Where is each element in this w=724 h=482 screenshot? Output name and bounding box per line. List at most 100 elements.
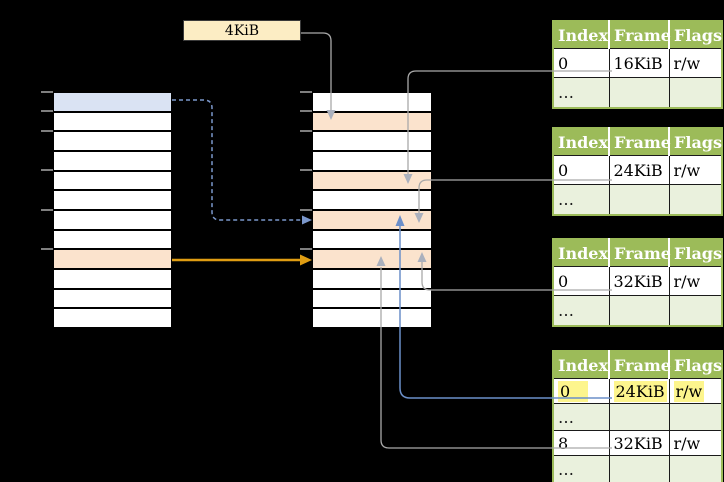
index-cell: 0 bbox=[552, 155, 610, 185]
frame-cell bbox=[608, 455, 670, 482]
memory-cell bbox=[54, 132, 171, 153]
column-header-index: Index bbox=[553, 351, 610, 379]
frame-cell bbox=[608, 184, 670, 216]
table-row-ellipsis: … bbox=[552, 184, 723, 216]
index-cell: … bbox=[552, 77, 610, 109]
memory-cell bbox=[54, 93, 171, 113]
flags-cell: r/w bbox=[668, 155, 723, 185]
memory-cell bbox=[313, 250, 431, 271]
address-tick-mark bbox=[41, 110, 53, 113]
highlighted-value: 0 bbox=[558, 380, 589, 402]
table-header-row: Index Frame Flags bbox=[553, 239, 722, 267]
memory-cell bbox=[313, 309, 431, 328]
index-cell: 8 bbox=[552, 430, 610, 456]
index-cell: 0 bbox=[552, 378, 610, 404]
column-header-flags: Flags bbox=[669, 239, 722, 267]
index-cell: … bbox=[552, 184, 610, 216]
frame-cell bbox=[608, 295, 670, 327]
table-row: 8 32KiB r/w bbox=[552, 430, 723, 456]
table-row-ellipsis: … bbox=[552, 77, 723, 109]
memory-cell bbox=[54, 270, 171, 290]
memory-cell bbox=[54, 191, 171, 212]
memory-cell bbox=[54, 211, 171, 231]
address-tick-mark bbox=[41, 90, 53, 93]
highlighted-value: r/w bbox=[673, 380, 705, 402]
memory-cell bbox=[313, 211, 431, 231]
physical-memory-column bbox=[312, 92, 432, 328]
frame-cell: 24KiB bbox=[608, 378, 670, 404]
table-row-ellipsis: … bbox=[552, 295, 723, 327]
memory-cell bbox=[313, 152, 431, 172]
column-header-frame: Frame bbox=[609, 239, 671, 267]
column-header-flags: Flags bbox=[669, 351, 722, 379]
address-tick-mark bbox=[41, 129, 53, 132]
column-header-flags: Flags bbox=[669, 21, 722, 49]
memory-cell bbox=[313, 112, 431, 133]
address-tick-mark bbox=[300, 169, 312, 172]
page-table-3: Index Frame Flags 0 32KiB r/w … bbox=[552, 238, 723, 327]
memory-cell bbox=[313, 270, 431, 290]
memory-cell bbox=[54, 309, 171, 328]
index-cell: 0 bbox=[552, 266, 610, 296]
flags-cell: r/w bbox=[668, 378, 723, 404]
table-row-ellipsis: … bbox=[552, 403, 723, 431]
virtual-memory-column bbox=[53, 92, 172, 328]
column-header-frame: Frame bbox=[609, 351, 671, 379]
column-header-index: Index bbox=[553, 239, 610, 267]
address-tick-mark bbox=[300, 110, 312, 113]
index-cell: … bbox=[552, 455, 610, 482]
frame-cell bbox=[608, 403, 670, 431]
flags-cell bbox=[668, 77, 723, 109]
table-header-row: Index Frame Flags bbox=[553, 21, 722, 49]
address-tick-mark bbox=[300, 247, 312, 250]
page-size-label: 4KiB bbox=[224, 22, 260, 39]
index-cell: … bbox=[552, 295, 610, 327]
flags-cell: r/w bbox=[668, 48, 723, 78]
memory-cell bbox=[313, 132, 431, 153]
arrow-right-icon bbox=[300, 254, 312, 266]
table-row-highlighted: 0 24KiB r/w bbox=[552, 378, 723, 404]
index-cell: … bbox=[552, 403, 610, 431]
table-row: 0 24KiB r/w bbox=[552, 155, 723, 185]
connector-virtual-page0-dashed bbox=[172, 99, 302, 221]
memory-cell bbox=[54, 230, 171, 251]
address-tick-mark bbox=[41, 208, 53, 211]
page-table-4: Index Frame Flags 0 24KiB r/w … 8 32KiB … bbox=[552, 350, 723, 482]
memory-cell bbox=[313, 289, 431, 310]
memory-cell bbox=[54, 289, 171, 310]
flags-cell bbox=[668, 403, 723, 431]
page-table-1: Index Frame Flags 0 16KiB r/w … bbox=[552, 20, 723, 109]
frame-cell: 32KiB bbox=[608, 266, 670, 296]
arrow-right-icon bbox=[302, 215, 312, 225]
address-tick-mark bbox=[300, 129, 312, 132]
table-row-ellipsis: … bbox=[552, 455, 723, 482]
page-size-label-box: 4KiB bbox=[183, 20, 301, 41]
index-cell: 0 bbox=[552, 48, 610, 78]
frame-cell: 32KiB bbox=[608, 430, 670, 456]
table-header-row: Index Frame Flags bbox=[553, 351, 722, 379]
memory-cell bbox=[313, 191, 431, 212]
memory-cell bbox=[313, 93, 431, 113]
page-table-2: Index Frame Flags 0 24KiB r/w … bbox=[552, 127, 723, 216]
memory-cell bbox=[54, 171, 171, 192]
column-header-frame: Frame bbox=[609, 128, 671, 156]
column-header-index: Index bbox=[553, 21, 610, 49]
address-tick-mark bbox=[300, 208, 312, 211]
column-header-index: Index bbox=[553, 128, 610, 156]
flags-cell bbox=[668, 184, 723, 216]
flags-cell: r/w bbox=[668, 266, 723, 296]
frame-cell: 16KiB bbox=[608, 48, 670, 78]
flags-cell: r/w bbox=[668, 430, 723, 456]
memory-cell bbox=[54, 250, 171, 271]
flags-cell bbox=[668, 455, 723, 482]
column-header-flags: Flags bbox=[669, 128, 722, 156]
highlighted-value: 24KiB bbox=[613, 380, 667, 402]
table-header-row: Index Frame Flags bbox=[553, 128, 722, 156]
frame-cell bbox=[608, 77, 670, 109]
table-row: 0 16KiB r/w bbox=[552, 48, 723, 78]
memory-cell bbox=[54, 152, 171, 172]
flags-cell bbox=[668, 295, 723, 327]
memory-cell bbox=[313, 230, 431, 251]
frame-cell: 24KiB bbox=[608, 155, 670, 185]
